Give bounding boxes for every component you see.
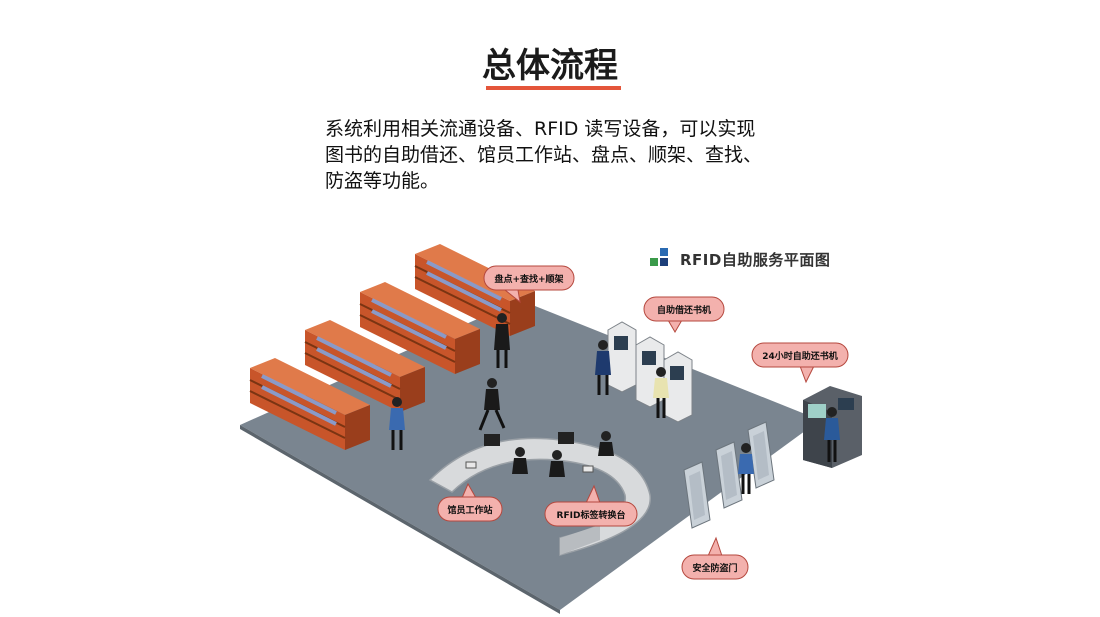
callout-inventory: 盘点+查找+顺架	[483, 265, 575, 304]
label-inventory: 盘点+查找+顺架	[494, 273, 563, 285]
person-icon	[598, 431, 614, 456]
person-icon	[478, 378, 506, 431]
description-line: 系统利用相关流通设备、RFID 读写设备，可以实现	[325, 118, 756, 140]
description-line: 防盗等功能。	[325, 170, 440, 192]
person-icon	[494, 313, 510, 368]
callout-tag-converter: RFID标签转换台	[544, 484, 638, 527]
security-gates	[683, 421, 775, 529]
title-underline	[486, 86, 621, 90]
kiosk-icon	[607, 321, 637, 393]
person-icon	[595, 340, 611, 395]
bookshelves	[249, 244, 535, 450]
page-title: 总体流程	[482, 46, 618, 86]
security-gate-icon	[715, 441, 743, 509]
person-icon	[824, 407, 840, 462]
callout-staff-station: 馆员工作站	[437, 482, 503, 522]
self-checkout-kiosks	[607, 321, 693, 423]
monitor-icon	[558, 432, 574, 444]
callout-self-checkout: 自助借还书机	[643, 296, 725, 333]
plan-logo-icon	[650, 248, 670, 268]
label-security-gate: 安全防盗门	[692, 562, 737, 574]
bookshelf	[359, 282, 480, 374]
callout-24h-return: 24小时自助还书机	[751, 342, 849, 384]
person-icon	[512, 447, 528, 474]
label-staff-station: 馆员工作站	[447, 504, 492, 516]
people	[389, 313, 840, 494]
floor-edge	[240, 425, 560, 614]
security-gate-icon	[683, 461, 711, 529]
monitor-icon	[484, 434, 500, 446]
person-icon	[389, 397, 405, 450]
kiosk-icon	[663, 351, 693, 423]
description-line: 图书的自助借还、馆员工作站、盘点、顺架、查找、	[325, 144, 763, 166]
person-icon	[738, 443, 754, 494]
plan-title: RFID自助服务平面图	[680, 251, 831, 269]
label-tag-converter: RFID标签转换台	[557, 509, 626, 521]
security-gate-icon	[747, 421, 775, 489]
person-icon	[549, 450, 565, 477]
bookshelf	[249, 358, 370, 450]
staff-desk	[428, 432, 651, 556]
person-icon	[653, 367, 669, 418]
bookshelf	[304, 320, 425, 412]
label-self-checkout: 自助借还书机	[657, 304, 711, 316]
callout-security-gate: 安全防盗门	[681, 536, 749, 580]
label-24h-return: 24小时自助还书机	[762, 350, 838, 362]
description: 系统利用相关流通设备、RFID 读写设备，可以实现 图书的自助借还、馆员工作站、…	[325, 116, 805, 194]
